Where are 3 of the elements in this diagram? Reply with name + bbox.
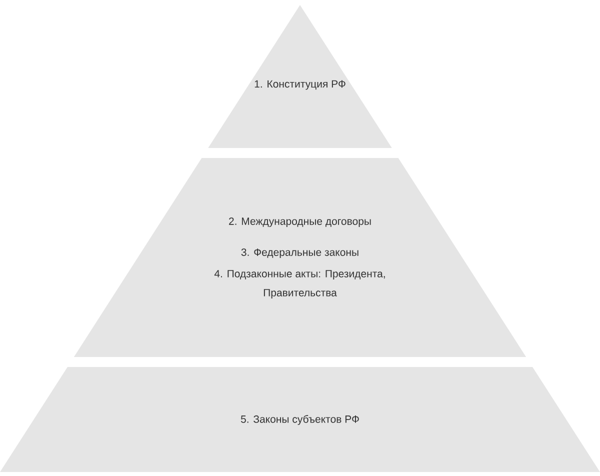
pyramid-level: 2. Международные договоры 3. Федеральные законы 4. Подзаконные акты: Президента, Правительства	[74, 158, 526, 357]
pyramid-level: 5. Законы субъектов РФ	[0, 366, 600, 472]
pyramid-level: 1. Конституция РФ	[208, 5, 392, 148]
